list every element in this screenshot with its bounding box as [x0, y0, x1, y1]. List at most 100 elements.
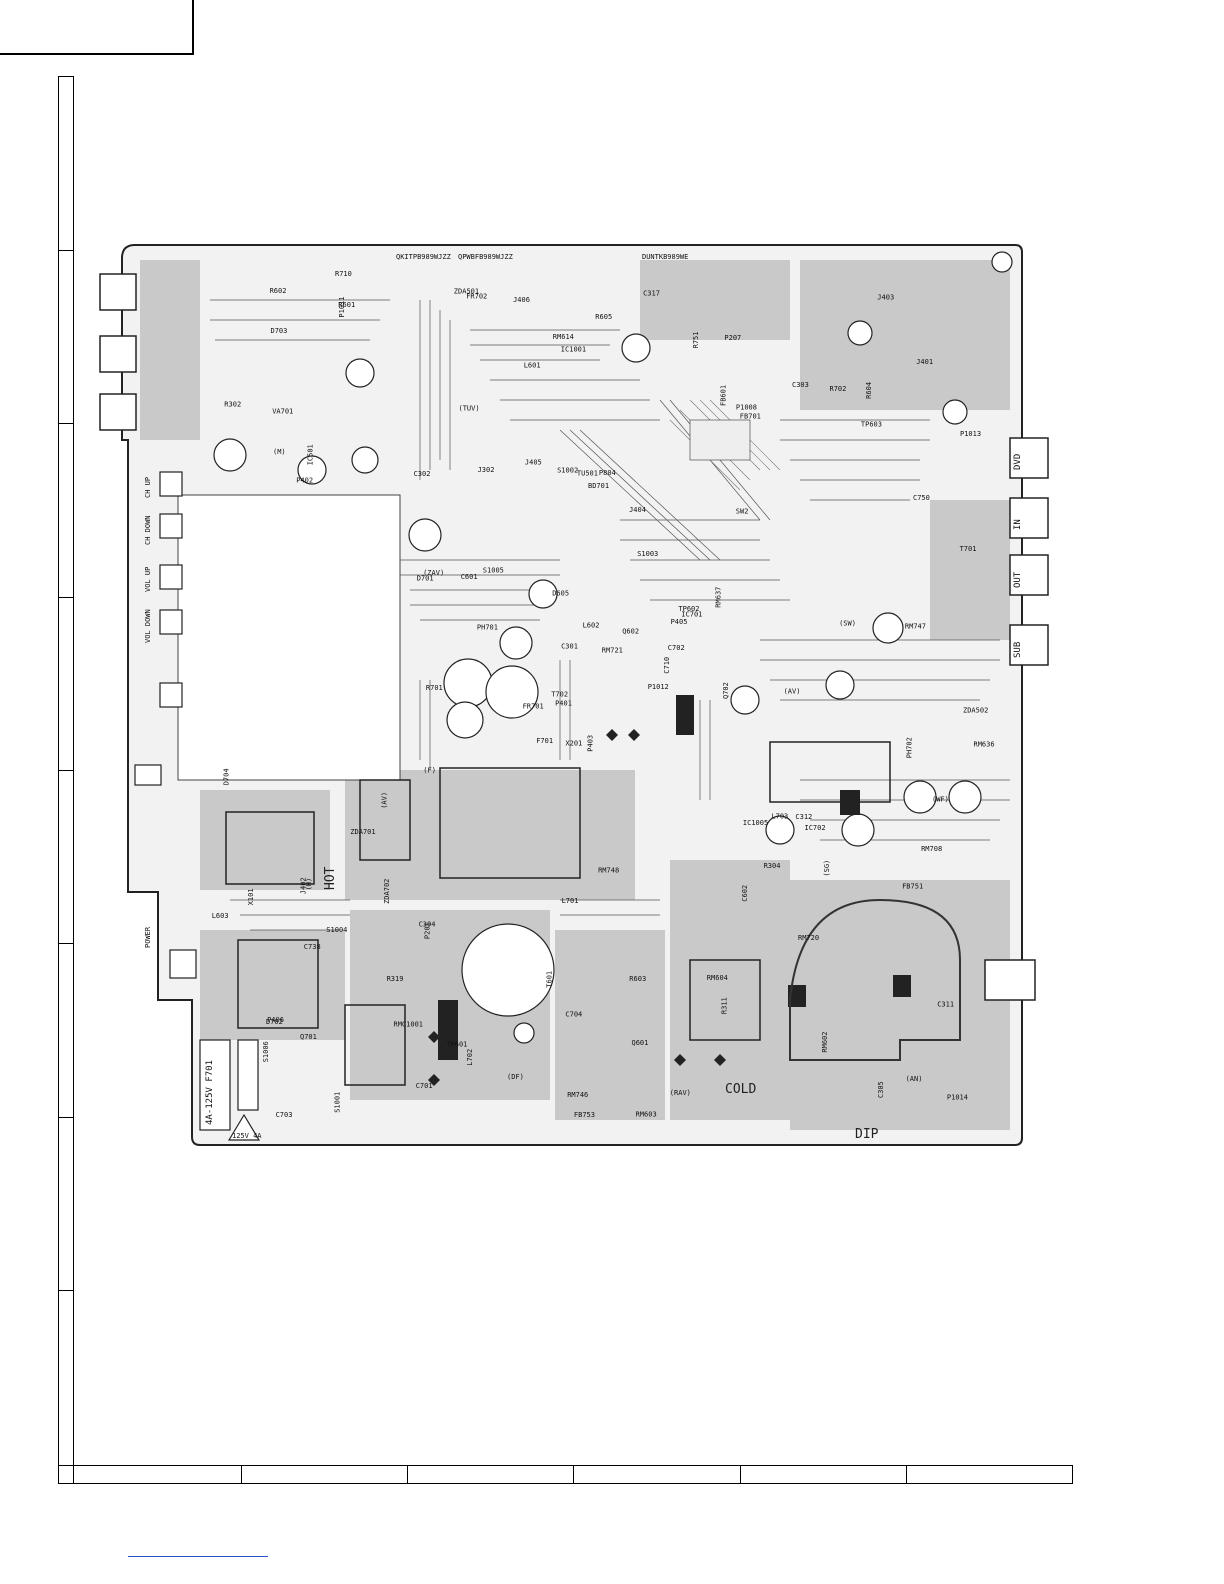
component-label: F701 [536, 737, 553, 745]
component-label: Q602 [622, 627, 639, 635]
grid-tick [58, 1290, 74, 1291]
component-label: C305 [877, 1081, 885, 1098]
grid-tick [58, 1117, 74, 1118]
component-label: L703 [771, 812, 788, 820]
component-label: FR701 [523, 703, 544, 711]
component-label: TP601 [446, 1041, 467, 1049]
component-label: C311 [937, 1000, 954, 1008]
component-label: L602 [583, 622, 600, 630]
diode-mark [628, 729, 640, 741]
switch-s1006 [169, 949, 197, 979]
right-connectors [984, 437, 1049, 1001]
capacitor [345, 358, 375, 388]
capacitor [872, 612, 904, 644]
component-label: C317 [643, 290, 660, 298]
component-label: J406 [513, 296, 530, 304]
component-label: ZDA701 [350, 828, 375, 836]
component-label: T701 [960, 545, 977, 553]
grid-tick [58, 943, 74, 944]
component-label: D605 [552, 590, 569, 598]
component-label: J404 [629, 506, 646, 514]
switch-s1001 [159, 471, 183, 497]
heat-strip [893, 975, 911, 997]
component-label: R302 [224, 400, 241, 408]
grid-tick [58, 250, 74, 251]
component-label: D702 [266, 1018, 283, 1026]
connector-out: OUT [1013, 571, 1023, 588]
component-label: SW2 [736, 508, 749, 516]
component-label: L701 [562, 897, 579, 905]
board-cutout [177, 494, 401, 781]
component-label: P207 [724, 334, 741, 342]
copper-area [200, 790, 330, 890]
component-label: PH702 [905, 737, 913, 758]
component-label: D703 [271, 327, 288, 335]
component-label: P406 [267, 1016, 284, 1024]
grid-divider [740, 1465, 741, 1484]
component-label: IC1001 [561, 346, 586, 354]
left-jacks [99, 273, 137, 431]
capacitor [942, 399, 968, 425]
component-label: RM614 [553, 333, 574, 341]
component-label: TP603 [861, 421, 882, 429]
main-ic-body [689, 419, 751, 461]
component-label: C602 [741, 885, 749, 902]
capacitor [513, 1022, 535, 1044]
component-label: Q601 [632, 1039, 649, 1047]
component-label: R304 [764, 862, 781, 870]
component-label: P1012 [648, 683, 669, 691]
component-label: C738 [304, 943, 321, 951]
switch-label-ch-down: CH DOWN [144, 515, 152, 545]
grid-tick [58, 597, 74, 598]
component-label: D704 [222, 768, 230, 785]
fuse-area [199, 1039, 261, 1141]
component-label: (TUV) [459, 404, 480, 412]
capacitor [485, 665, 539, 719]
component-label: PH701 [477, 624, 498, 632]
component-label: S1001 [334, 1092, 342, 1113]
component-label: J405 [525, 459, 542, 467]
component-label: P1014 [947, 1093, 968, 1101]
component-label: VA701 [272, 408, 293, 416]
component-label: (SW) [839, 619, 856, 627]
component-label: (AV) [381, 792, 389, 809]
ic-hatch [669, 399, 781, 491]
component-label: S1003 [637, 550, 658, 558]
component-label: P1008 [736, 403, 757, 411]
capacitor [847, 320, 873, 346]
component-label: R603 [629, 975, 646, 983]
copper-area [800, 260, 1010, 410]
component-label: S1004 [326, 926, 347, 934]
component-label: FB701 [740, 412, 761, 420]
connector-dvd: DVD [1013, 454, 1023, 470]
cold-label: COLD [725, 1082, 756, 1097]
connector-sub: SUB [1013, 642, 1023, 658]
component-label: RM748 [598, 866, 619, 874]
component-label: P402 [296, 476, 313, 484]
component-label: RM747 [905, 622, 926, 630]
component-label: IC702 [805, 824, 826, 832]
power-ic [689, 959, 761, 1041]
fuse-label: 4A-125V F701 [205, 1060, 215, 1125]
component-label: (M) [273, 448, 286, 456]
main-transformer [439, 767, 581, 879]
component-label: (RAV) [670, 1089, 691, 1097]
component-label: P401 [555, 699, 572, 707]
out-connector [1009, 554, 1049, 596]
copper-area [930, 500, 1010, 640]
component-label: IC1005 [743, 819, 768, 827]
switch-s1002 [159, 513, 183, 539]
capacitor [730, 685, 760, 715]
warning-triangle [227, 1113, 261, 1141]
component-label: T702 [551, 690, 568, 698]
component-label: IC501 [306, 444, 314, 465]
grid-divider [573, 1465, 574, 1484]
component-label: C750 [913, 494, 930, 502]
component-label: RM637 [714, 587, 722, 608]
component-label: R751 [692, 332, 700, 349]
copper-area [200, 930, 345, 1040]
component-label: P1013 [960, 430, 981, 438]
heat-strip [438, 1000, 458, 1060]
